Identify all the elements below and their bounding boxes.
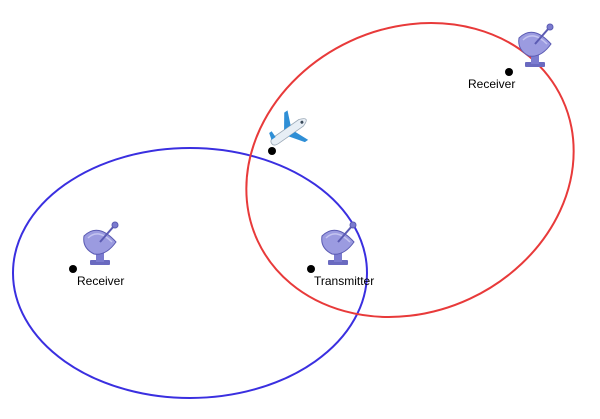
receiver-left-dish-icon <box>82 221 119 266</box>
red-ellipse <box>245 22 575 318</box>
target-point <box>268 147 276 155</box>
transmitter-dish-icon <box>320 221 357 266</box>
transmitter-label: Transmitter <box>314 274 374 288</box>
receiver-right-point <box>505 68 513 76</box>
receiver-right-dish-icon <box>517 23 554 68</box>
blue-ellipse <box>12 147 368 399</box>
receiver-right-label: Receiver <box>468 77 515 91</box>
airplane-icon <box>269 110 309 146</box>
receiver-left-label: Receiver <box>77 274 124 288</box>
transmitter-point <box>307 265 315 273</box>
receiver-left-point <box>69 265 77 273</box>
